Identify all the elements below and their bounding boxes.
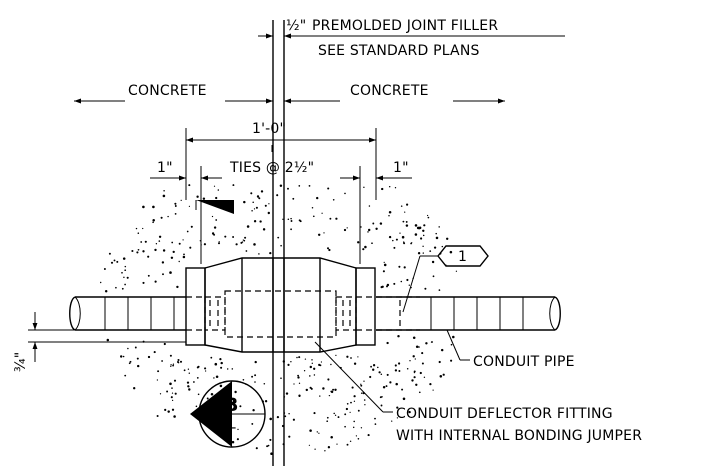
section-marker (190, 380, 266, 448)
offset-dimension-label: ¾" (13, 352, 29, 372)
overall-dimension-label: 1'-0" (252, 121, 286, 137)
left-gap-label: 1" (157, 160, 173, 176)
section-sheet: -- (226, 420, 237, 436)
joint-filler-fraction: ½" (286, 18, 306, 34)
concrete-right-label: CONCRETE (350, 83, 429, 99)
conduit-deflector-fitting (185, 257, 420, 353)
fitting-label-line1: CONDUIT DEFLECTOR FITTING (396, 406, 613, 422)
ties-spacing-label: TIES @ 2½" (229, 160, 314, 176)
tie-flag-symbol (195, 200, 234, 214)
see-standard-plans-label: SEE STANDARD PLANS (318, 43, 480, 59)
fitting-label-line2: WITH INTERNAL BONDING JUMPER (396, 428, 642, 444)
concrete-stipple-hatch (99, 184, 458, 455)
right-gap-label: 1" (393, 160, 409, 176)
conduit-pipe-label: CONDUIT PIPE (473, 354, 575, 370)
offset-dimension (28, 312, 186, 362)
callout-1-leader (402, 245, 489, 313)
fitting-leader (314, 341, 393, 413)
joint-filler-label: PREMOLDED JOINT FILLER (312, 18, 498, 34)
section-letter: B (224, 394, 239, 416)
conduit-pipe-leader (446, 329, 470, 361)
expansion-joint-lines (272, 20, 285, 466)
overall-dimension (186, 137, 376, 152)
conduit-pipe-right (376, 296, 561, 331)
callout-number: 1 (458, 249, 467, 265)
dimension-extension-lines (185, 128, 377, 264)
conduit-pipe-left (69, 296, 186, 331)
concrete-left-label: CONCRETE (128, 83, 207, 99)
